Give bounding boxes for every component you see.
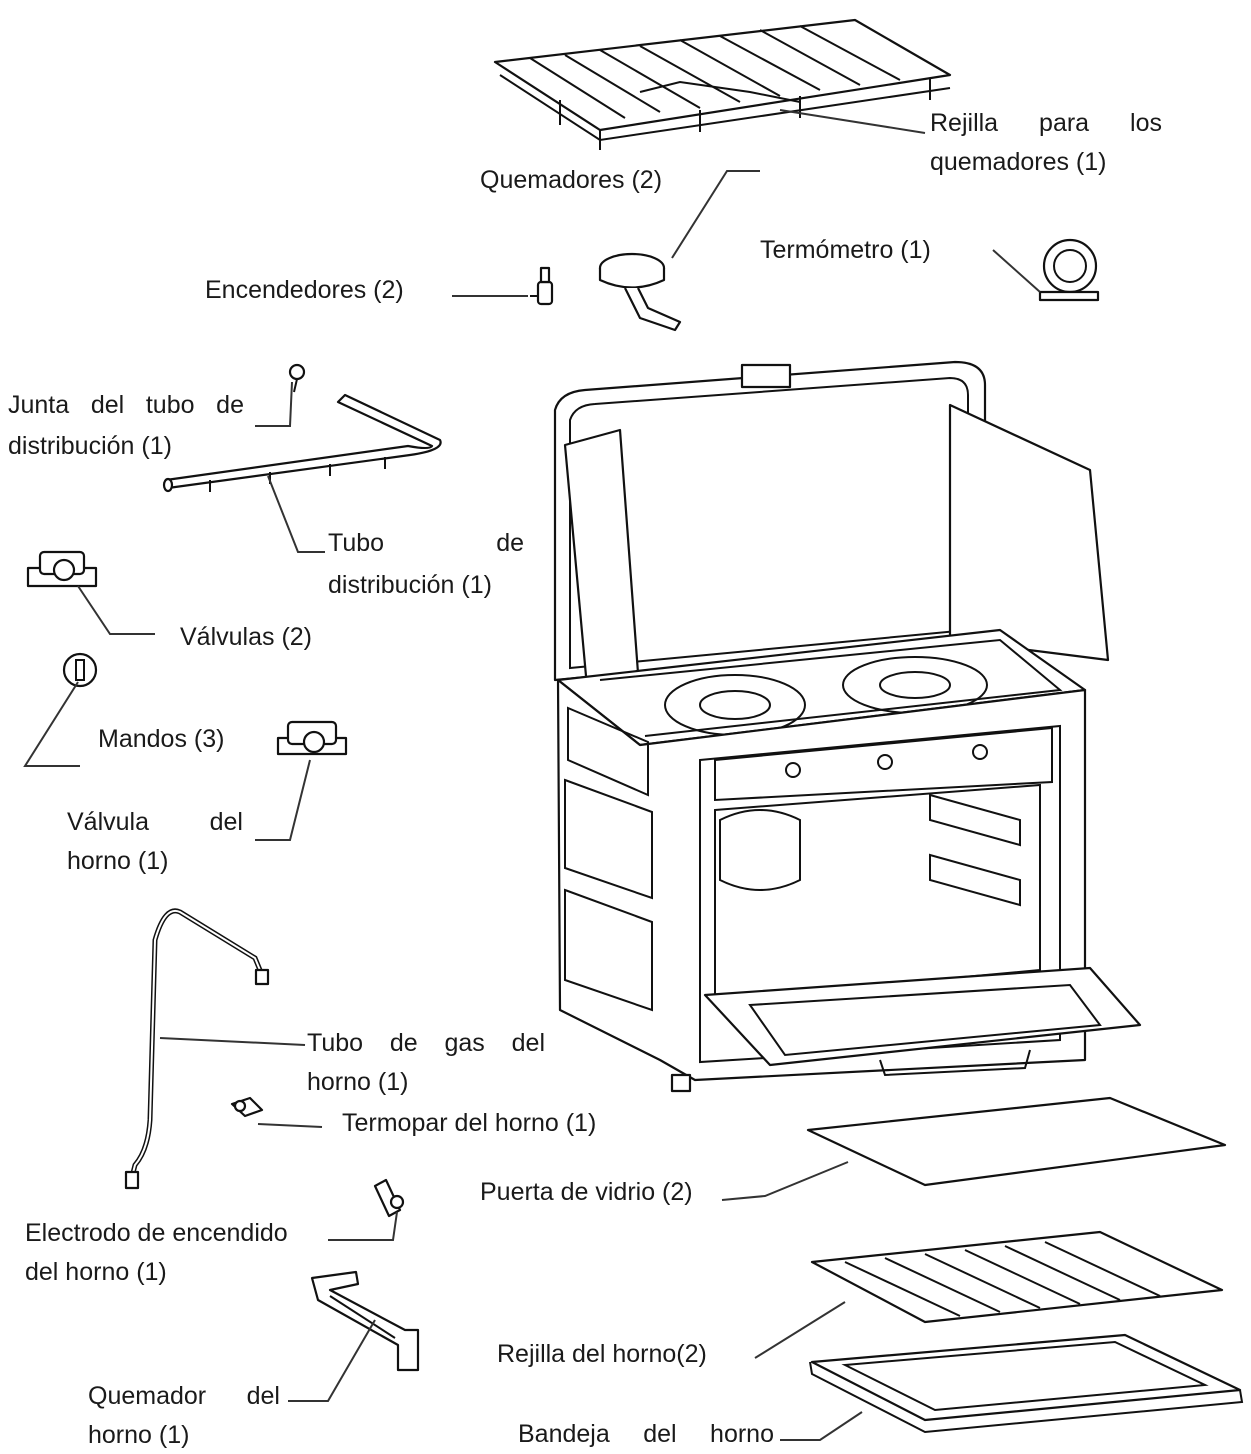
leader-lines xyxy=(23,109,1041,1441)
label-oven-rack: Rejilla del horno(2) xyxy=(497,1340,707,1368)
label-manifold-tube-line2: distribución (1) xyxy=(328,571,492,599)
burner-part xyxy=(598,252,682,332)
label-oven-burner-line1: Quemador del xyxy=(88,1382,280,1410)
stove-body-part xyxy=(553,360,1142,1093)
oven-gas-tube-part xyxy=(124,908,270,1190)
label-oven-valve-line2: horno (1) xyxy=(67,847,169,875)
glass-door-part xyxy=(806,1096,1227,1187)
label-oven-burner-line2: horno (1) xyxy=(88,1421,190,1449)
label-oven-tray: Bandeja del horno xyxy=(518,1420,774,1448)
gasket-part xyxy=(288,363,306,393)
label-thermocouple: Termopar del horno (1) xyxy=(342,1109,597,1137)
label-burner-grate-line2: quemadores (1) xyxy=(930,148,1107,176)
thermocouple-part xyxy=(230,1096,264,1118)
oven-burner-part xyxy=(310,1270,420,1372)
label-gasket-line1: Junta del tubo de xyxy=(8,391,244,419)
label-gasket-line2: distribución (1) xyxy=(8,432,172,460)
label-electrode-line2: del horno (1) xyxy=(25,1258,167,1286)
label-electrode-line1: Electrodo de encendido xyxy=(25,1219,288,1247)
oven-valve-part xyxy=(276,720,348,756)
label-knobs: Mandos (3) xyxy=(98,725,225,753)
label-glass-door: Puerta de vidrio (2) xyxy=(480,1178,693,1206)
label-manifold-tube-line1: Tubo de xyxy=(328,529,524,557)
electrode-part xyxy=(373,1178,405,1218)
label-igniters: Encendedores (2) xyxy=(205,276,404,304)
manifold-tube-part xyxy=(162,393,442,493)
label-oven-gas-tube-line2: horno (1) xyxy=(307,1068,409,1096)
thermometer-part xyxy=(1038,238,1100,302)
burner-grate-part xyxy=(493,18,952,150)
knob-part xyxy=(62,652,98,688)
label-thermometer: Termómetro (1) xyxy=(760,236,931,264)
valve-part xyxy=(26,550,98,588)
oven-tray-part xyxy=(809,1333,1244,1434)
label-valves: Válvulas (2) xyxy=(180,623,312,651)
label-oven-valve-line1: Válvula del xyxy=(67,808,243,836)
oven-rack-part xyxy=(810,1230,1224,1324)
label-oven-gas-tube-line1: Tubo de gas del xyxy=(307,1029,545,1057)
label-burner-grate-line1: Rejilla para los xyxy=(930,109,1162,137)
igniter-part xyxy=(530,266,554,306)
label-burners: Quemadores (2) xyxy=(480,166,663,194)
